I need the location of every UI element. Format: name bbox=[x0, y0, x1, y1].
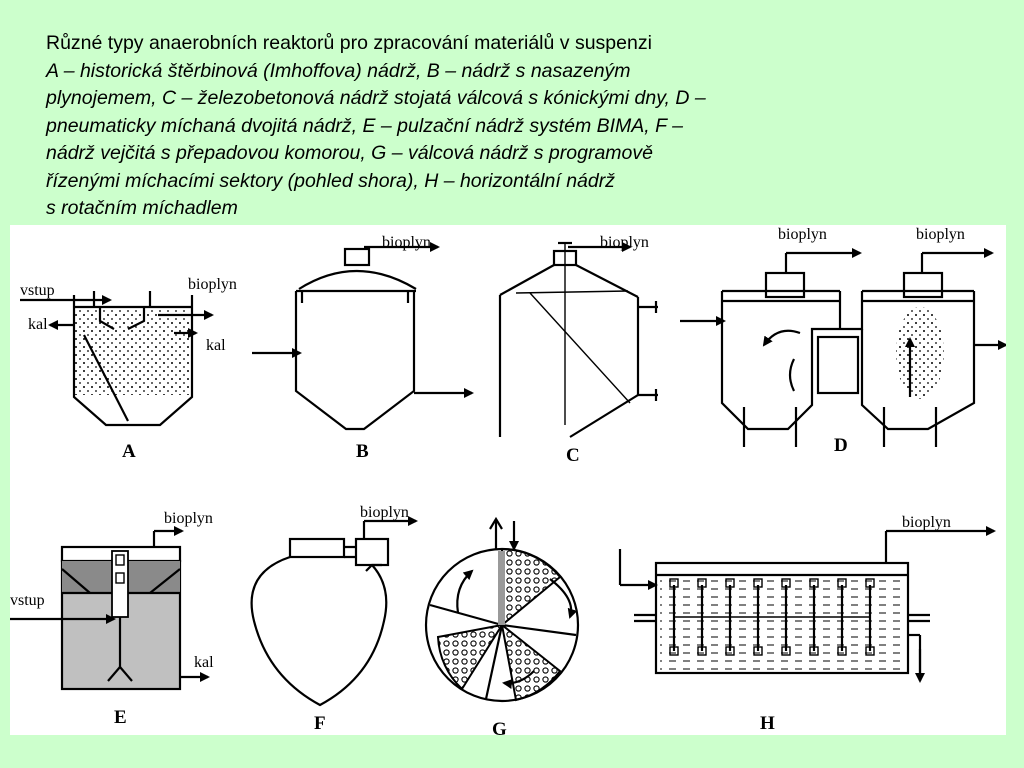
label-vstup-e: vstup bbox=[10, 592, 45, 609]
label-bioplyn-d2: bioplyn bbox=[916, 226, 965, 243]
label-bioplyn-c: bioplyn bbox=[600, 234, 649, 251]
label-vstup-a: vstup bbox=[20, 282, 55, 299]
tank-g: G bbox=[424, 516, 580, 735]
tank-c: bioplyn C bbox=[498, 234, 658, 466]
label-kal-a-out: kal bbox=[206, 337, 226, 354]
tank-letter-a: A bbox=[122, 441, 136, 462]
tank-letter-d: D bbox=[834, 435, 848, 456]
tank-d: bioplyn bioplyn D bbox=[680, 226, 1006, 456]
tank-b: bioplyn B bbox=[252, 234, 474, 462]
caption-line-7: s rotačním míchadlem bbox=[46, 197, 238, 219]
label-bioplyn-a: bioplyn bbox=[188, 276, 237, 293]
reactor-diagram: vstup kal bioplyn kal A bioplyn B bbox=[10, 225, 1006, 735]
slide-caption: Různé typy anaerobních reaktorů pro zpra… bbox=[46, 30, 976, 223]
tank-h: bioplyn H bbox=[618, 514, 996, 734]
tank-letter-f: F bbox=[314, 713, 326, 734]
tank-e: bioplyn vstup kal E bbox=[10, 510, 214, 728]
caption-line-5: nádrž vejčitá s přepadovou komorou, G – … bbox=[46, 142, 653, 164]
tank-letter-g: G bbox=[492, 719, 507, 735]
label-bioplyn-e: bioplyn bbox=[164, 510, 213, 527]
caption-line-6: řízenými míchacími sektory (pohled shora… bbox=[46, 169, 615, 192]
label-bioplyn-b: bioplyn bbox=[382, 234, 431, 251]
rotor-shafts bbox=[669, 578, 875, 656]
caption-line-3: plynojemem, C – železobetonová nádrž sto… bbox=[46, 87, 706, 109]
label-kal-e: kal bbox=[194, 654, 214, 671]
caption-line-2: A – historická štěrbinová (Imhoffova) ná… bbox=[46, 59, 631, 82]
label-bioplyn-f: bioplyn bbox=[360, 504, 409, 521]
caption-line-4: pneumaticky míchaná dvojitá nádrž, E – p… bbox=[46, 114, 683, 137]
label-kal-a: kal bbox=[28, 316, 48, 333]
tank-f: bioplyn F bbox=[250, 504, 418, 734]
tank-a: vstup kal bioplyn kal A bbox=[20, 276, 237, 462]
tank-letter-b: B bbox=[356, 441, 369, 462]
tank-letter-e: E bbox=[114, 707, 127, 728]
label-bioplyn-d1: bioplyn bbox=[778, 226, 827, 243]
tank-letter-c: C bbox=[566, 445, 580, 466]
label-bioplyn-h: bioplyn bbox=[902, 514, 951, 531]
tank-letter-h: H bbox=[760, 713, 775, 734]
caption-title: Různé typy anaerobních reaktorů pro zpra… bbox=[46, 32, 652, 54]
